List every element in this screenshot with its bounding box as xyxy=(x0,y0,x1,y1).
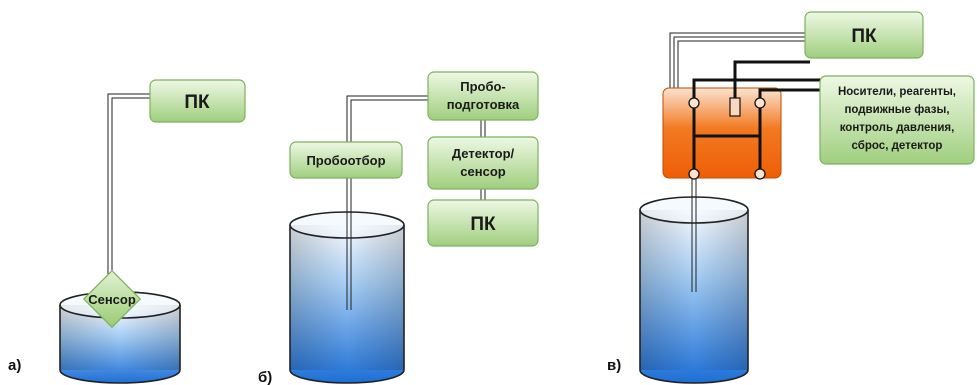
detector-label-line2: сенсор xyxy=(460,164,505,179)
sensor-element: Сенсор xyxy=(82,269,142,329)
pc-box-c: ПК xyxy=(804,11,924,59)
info-line-3: контроль давления, xyxy=(840,122,955,134)
pc-label-c: ПК xyxy=(851,26,877,47)
sampling-tube-b xyxy=(346,95,430,310)
connection-pc-sensor-a xyxy=(107,93,152,300)
panel-a-label: а) xyxy=(8,357,21,374)
panel-b: Пробоотбор Пробо- подготовка Детектор/ с… xyxy=(258,71,539,385)
detector-box: Детектор/ сенсор xyxy=(427,136,539,190)
column-links-b xyxy=(480,120,486,200)
pc-box-a: ПК xyxy=(149,79,246,123)
info-line-1: Носители, реагенты, xyxy=(838,86,956,98)
prep-label-line2: подготовка xyxy=(447,97,520,112)
probe-tube-c xyxy=(691,178,697,292)
valve-element xyxy=(729,97,741,117)
info-line-2: подвижные фазы, xyxy=(844,104,949,116)
detector-label-line1: Детектор/ xyxy=(452,146,515,161)
panel-c-label: в) xyxy=(607,357,621,374)
panel-a: Сенсор ПК а) xyxy=(8,79,246,384)
sampler-box: Пробоотбор xyxy=(289,141,403,179)
info-line-4: сброс, детектор xyxy=(852,140,943,152)
sampler-label: Пробоотбор xyxy=(306,153,385,168)
panel-c: ПК Носители, реагенты, подвижные фазы, к… xyxy=(607,11,975,384)
beaker-c xyxy=(639,196,749,384)
thick-channels-c xyxy=(692,60,825,170)
pc-box-b: ПК xyxy=(427,199,539,247)
pc-label-b: ПК xyxy=(470,214,496,235)
sample-prep-box: Пробо- подготовка xyxy=(427,71,539,121)
chip-ports xyxy=(688,97,766,180)
sensor-label: Сенсор xyxy=(88,292,136,307)
fluid-control-box: Носители, реагенты, подвижные фазы, конт… xyxy=(819,75,975,165)
panel-b-label: б) xyxy=(258,369,272,385)
prep-label-line1: Пробо- xyxy=(460,79,506,94)
pc-data-lines-c xyxy=(669,32,808,88)
pc-label-a: ПК xyxy=(184,92,210,113)
